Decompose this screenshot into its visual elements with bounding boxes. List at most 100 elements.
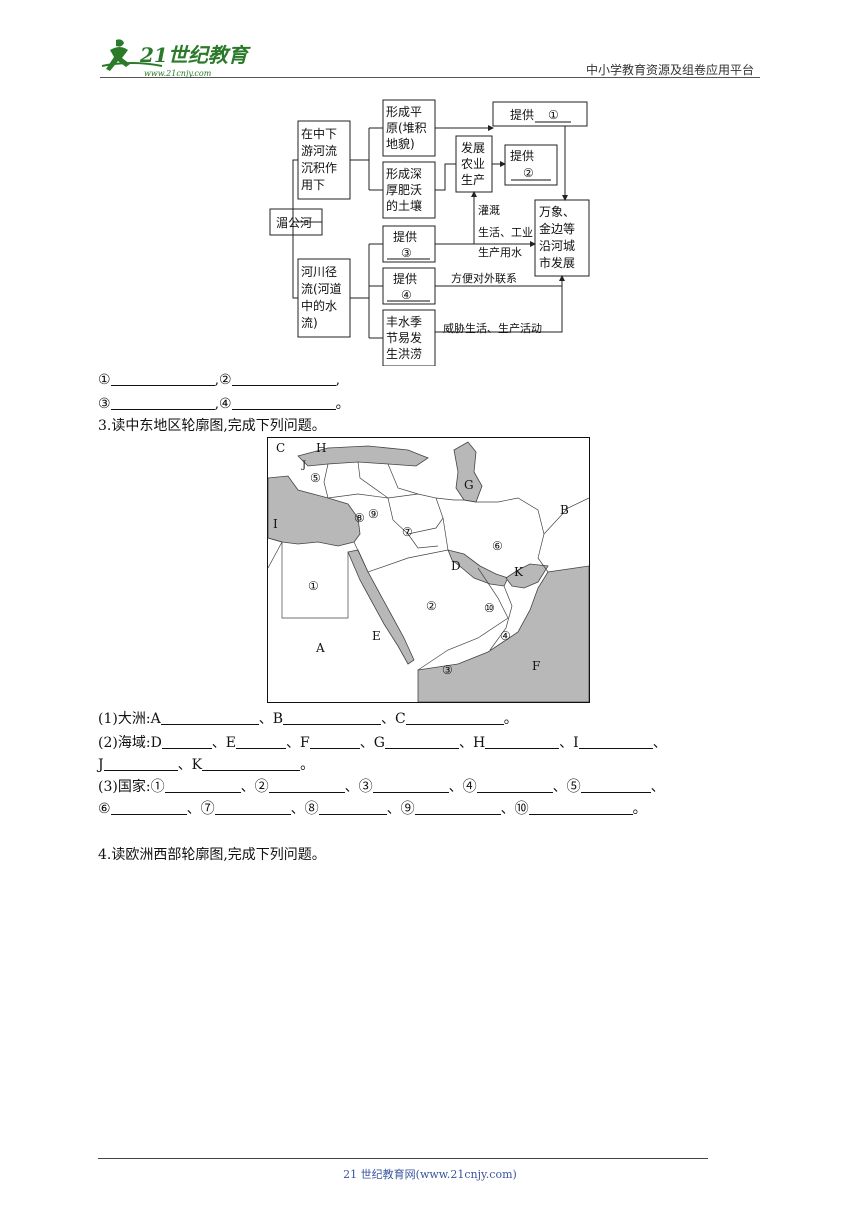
- footer-text[interactable]: 21 世纪教育网(www.21cnjy.com): [343, 1168, 517, 1181]
- blank-country-2[interactable]: [268, 778, 345, 793]
- site-logo: 21世纪教育 www.21cnjy.com: [101, 39, 251, 78]
- flood-line: 丰水季: [386, 315, 422, 329]
- q4-title: 4.读欧洲西部轮廓图,完成下列问题。: [98, 847, 326, 863]
- label-source: 湄公河: [276, 216, 312, 230]
- map-label-F: F: [532, 659, 540, 673]
- blank-F[interactable]: [309, 734, 360, 749]
- blank-country-3[interactable]: [372, 778, 449, 793]
- map-label-B: B: [560, 503, 569, 517]
- box-provide1: [492, 101, 588, 127]
- map-label-E: E: [372, 629, 381, 643]
- soil-line: 的土壤: [386, 198, 422, 213]
- map-label-H: H: [316, 441, 326, 455]
- flood-line: 生洪涝: [386, 347, 422, 361]
- map-label-K: K: [514, 565, 524, 579]
- blank-A[interactable]: [160, 710, 259, 725]
- caspian-sea: [453, 441, 483, 503]
- black-sea: [297, 445, 429, 467]
- deposition-line: 游河流: [301, 144, 337, 158]
- plain-line: 地貌): [386, 136, 415, 151]
- provide3-label: 提供: [393, 229, 417, 244]
- map-label-A: A: [315, 641, 325, 655]
- blank-H[interactable]: [485, 734, 560, 749]
- blank-I[interactable]: [578, 734, 653, 749]
- q3-title: 3.读中东地区轮廓图,完成下列问题。: [98, 418, 326, 434]
- provide1-number: ①: [548, 108, 559, 122]
- answer-blank-3[interactable]: [110, 395, 215, 410]
- blank-C[interactable]: [405, 710, 504, 725]
- cities-line: 沿河城: [539, 239, 575, 253]
- blank-D[interactable]: [161, 734, 212, 749]
- plain-line: 原(堆积: [386, 121, 427, 135]
- map-country-5: ⑤: [310, 471, 321, 485]
- blank-J[interactable]: [103, 756, 178, 771]
- answer-line-1: ①,②,: [98, 371, 341, 388]
- irrigate-label: 灌溉: [478, 204, 500, 217]
- blank-E[interactable]: [236, 734, 287, 749]
- q3-part3-cont: ⑥、⑦、⑧、⑨、⑩。: [98, 800, 647, 817]
- map-country-1: ①: [308, 579, 319, 593]
- agri-line: 生产: [461, 173, 485, 187]
- provide1-label: 提供: [510, 107, 534, 122]
- map-label-J: J: [301, 460, 306, 471]
- logo-text: 21世纪教育: [139, 43, 251, 67]
- runoff-line: 流(河道: [301, 282, 342, 296]
- answer-blank-4[interactable]: [231, 395, 336, 410]
- map-label-G: G: [464, 478, 474, 492]
- threat-label: 威胁生活、生产活动: [443, 321, 542, 335]
- map-country-6: ⑥: [492, 539, 503, 553]
- blank-country-10[interactable]: [528, 800, 633, 815]
- mekong-flowchart: 湄公河 在中下 游河流 沉积作 用下 河川径 流(河道 中的水 流) 形成平 原…: [269, 99, 590, 366]
- blank-B[interactable]: [282, 710, 381, 725]
- provide3-number: ③: [401, 246, 412, 260]
- blank-country-1[interactable]: [164, 778, 241, 793]
- map-label-I: I: [273, 517, 278, 531]
- cities-line: 万象、: [539, 205, 575, 219]
- provide2-number: ②: [523, 166, 534, 180]
- blank-country-9[interactable]: [414, 800, 501, 815]
- runoff-line: 中的水: [301, 298, 337, 313]
- arabian-sea: [417, 565, 589, 702]
- q3-part1: (1)大洲:A、B、C。: [98, 710, 518, 727]
- deposition-line: 在中下: [301, 126, 337, 141]
- map-country-2: ②: [426, 599, 437, 613]
- provide2-label: 提供: [510, 148, 534, 163]
- map-country-4: ④: [500, 629, 511, 643]
- cities-line: 金边等: [539, 221, 575, 236]
- logo-url: www.21cnjy.com: [144, 69, 212, 78]
- mediterranean-sea: [268, 475, 361, 547]
- map-label-D: D: [451, 559, 461, 573]
- agri-line: 农业: [461, 157, 485, 171]
- water-label-1: 生活、工业: [478, 225, 533, 239]
- map-country-9: ⑨: [368, 507, 379, 521]
- map-country-10: ⑩: [484, 601, 495, 615]
- flood-line: 节易发: [386, 330, 422, 345]
- blank-K[interactable]: [202, 756, 301, 771]
- soil-line: 形成深: [386, 167, 422, 181]
- water-label-2: 生产用水: [478, 245, 522, 259]
- soil-line: 厚肥沃: [386, 183, 422, 197]
- map-label-C: C: [276, 441, 285, 455]
- blank-country-4[interactable]: [476, 778, 553, 793]
- runoff-line: 流): [301, 316, 318, 330]
- middle-east-map: C H J I G B D K A E F ① ② ③ ④ ⑤ ⑥ ⑦ ⑧ ⑨ …: [267, 437, 590, 703]
- q3-part3: (3)国家:①、②、③、④、⑤、: [98, 778, 665, 795]
- map-country-8: ⑧: [354, 511, 365, 525]
- provide4-number: ④: [401, 288, 412, 302]
- blank-country-8[interactable]: [318, 800, 387, 815]
- transport-label: 方便对外联系: [451, 271, 517, 285]
- runoff-line: 河川径: [301, 265, 337, 279]
- runner-logo-icon: [106, 39, 130, 71]
- blank-country-5[interactable]: [580, 778, 651, 793]
- answer-blank-2[interactable]: [231, 371, 336, 386]
- blank-country-7[interactable]: [214, 800, 291, 815]
- deposition-line: 用下: [301, 178, 325, 192]
- platform-name: 中小学教育资源及组卷应用平台: [585, 63, 754, 77]
- footer-divider: [98, 1158, 708, 1159]
- blank-country-6[interactable]: [110, 800, 187, 815]
- blank-G[interactable]: [384, 734, 459, 749]
- map-country-7: ⑦: [402, 525, 413, 539]
- answer-blank-1[interactable]: [110, 371, 215, 386]
- answer-line-2: ③,④。: [98, 395, 350, 412]
- q3-part2: (2)海域:D、E、F、G、H、I、: [98, 734, 667, 751]
